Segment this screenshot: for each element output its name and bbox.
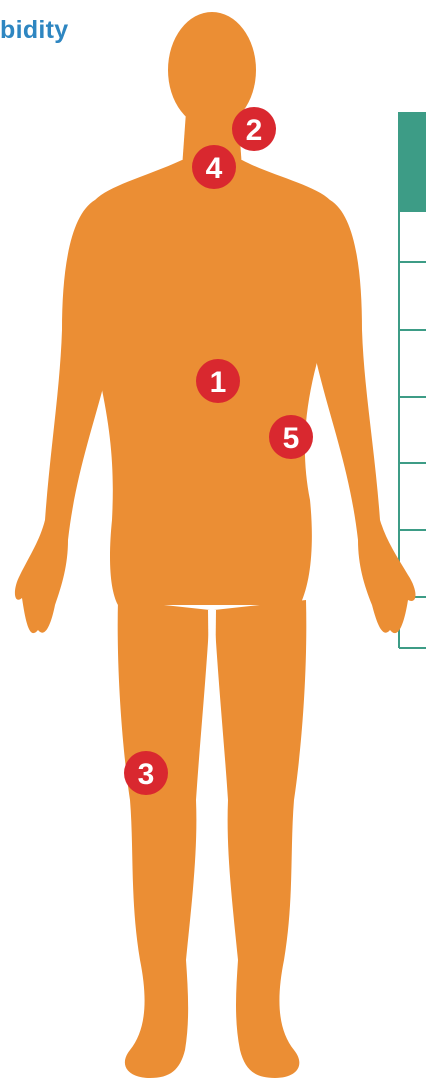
marker-label: 4 <box>206 152 223 185</box>
marker-2[interactable]: 2 <box>232 107 276 151</box>
table-header <box>398 112 426 212</box>
marker-label: 2 <box>246 114 263 147</box>
marker-label: 1 <box>210 366 227 399</box>
right-arm-shape <box>314 200 416 633</box>
marker-label: 3 <box>138 758 155 791</box>
marker-label: 5 <box>283 422 300 455</box>
marker-5[interactable]: 5 <box>269 415 313 459</box>
right-leg-shape <box>214 600 306 1078</box>
marker-1[interactable]: 1 <box>196 359 240 403</box>
marker-4[interactable]: 4 <box>192 145 236 189</box>
left-arm-shape <box>15 200 112 633</box>
marker-3[interactable]: 3 <box>124 751 168 795</box>
crotch-gap <box>208 610 216 790</box>
left-leg-shape <box>118 600 210 1078</box>
